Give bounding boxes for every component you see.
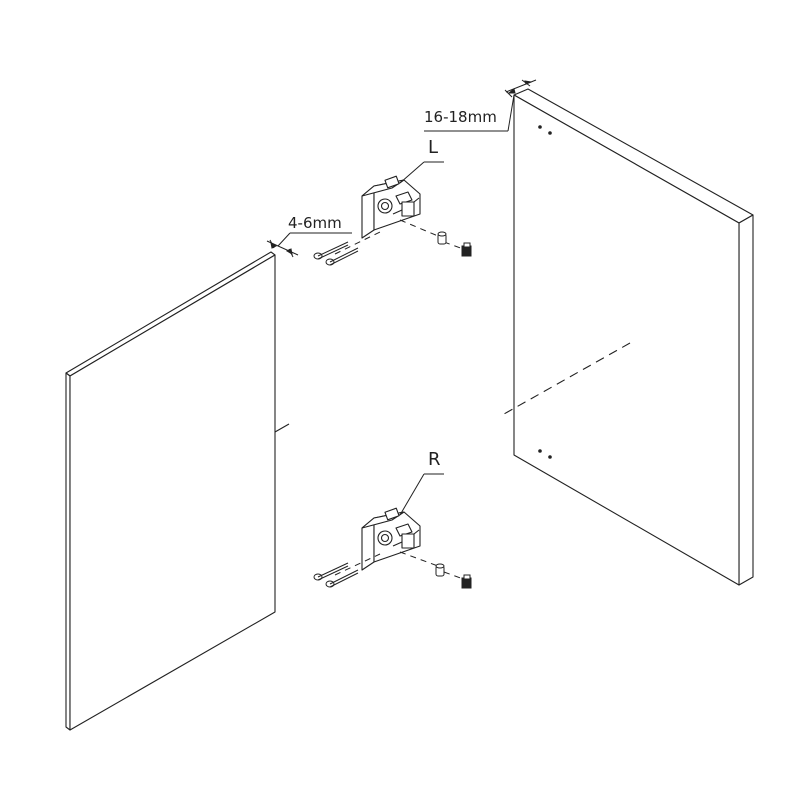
dimension-cabinet-thickness bbox=[424, 80, 536, 131]
cabinet-panel bbox=[504, 89, 753, 585]
thickness-label-glass: 4-6mm bbox=[288, 214, 342, 232]
hinge-left bbox=[362, 176, 420, 238]
hinge-label-left: L bbox=[428, 137, 439, 158]
cabinet-mounting-holes bbox=[538, 125, 552, 459]
alignment-guide bbox=[335, 552, 466, 580]
screw-icon bbox=[314, 242, 358, 265]
screw-icon bbox=[314, 563, 358, 587]
thickness-label-cabinet: 16-18mm bbox=[424, 108, 497, 126]
hinge-right bbox=[362, 508, 420, 570]
glass-panel bbox=[66, 252, 289, 730]
dimension-glass-thickness bbox=[267, 233, 352, 257]
hinge-label-right: R bbox=[428, 449, 441, 470]
nut-icon bbox=[436, 564, 444, 576]
cap-icon bbox=[462, 575, 471, 588]
alignment-guide bbox=[335, 220, 466, 254]
nut-icon bbox=[438, 232, 446, 244]
leader-right bbox=[400, 474, 444, 515]
leader-left bbox=[400, 162, 444, 183]
cap-icon bbox=[462, 243, 471, 256]
